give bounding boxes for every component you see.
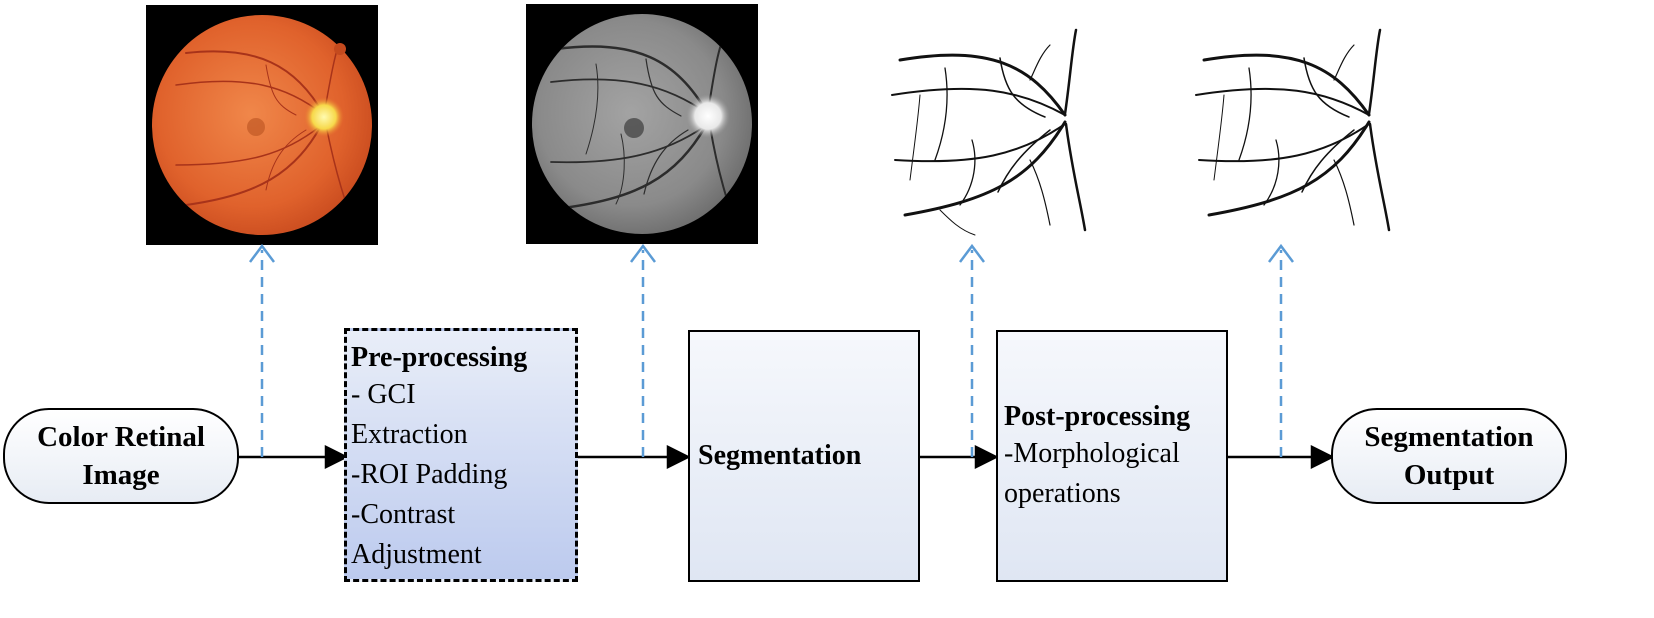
color-fundus-image	[146, 5, 378, 245]
vessel-map-image	[891, 28, 1087, 236]
preprocessing-step: -ROI Padding	[351, 459, 508, 490]
segmentation-title: Segmentation	[698, 440, 862, 471]
preprocessing-step: Adjustment	[351, 539, 482, 570]
preprocessing-step: Extraction	[351, 419, 468, 450]
preprocessing-box: Pre-processing - GCI Extraction -ROI Pad…	[344, 328, 578, 582]
postprocessing-step: -Morphological	[1004, 438, 1180, 469]
preprocessing-title: Pre-processing	[351, 342, 528, 373]
preprocessing-step: - GCI	[351, 379, 416, 410]
output-node-line2: Output	[1403, 459, 1495, 491]
refined-vessel-map-image	[1195, 28, 1391, 232]
output-node-line1: Segmentation	[1364, 421, 1534, 453]
output-node: Segmentation Output	[1331, 408, 1567, 504]
postprocessing-box: Post-processing -Morphological operation…	[996, 330, 1228, 582]
input-node: Color Retinal Image	[3, 408, 239, 504]
segmentation-box: Segmentation	[688, 330, 920, 582]
input-node-line2: Image	[82, 459, 160, 491]
dashed-arrows	[249, 243, 1294, 457]
postprocessing-step: operations	[1004, 478, 1121, 509]
postprocessing-title: Post-processing	[1004, 401, 1191, 432]
solid-arrows	[238, 444, 1335, 470]
preprocessing-step: -Contrast	[351, 499, 456, 530]
input-node-line1: Color Retinal	[37, 421, 205, 453]
grayscale-fundus-image	[526, 4, 758, 244]
